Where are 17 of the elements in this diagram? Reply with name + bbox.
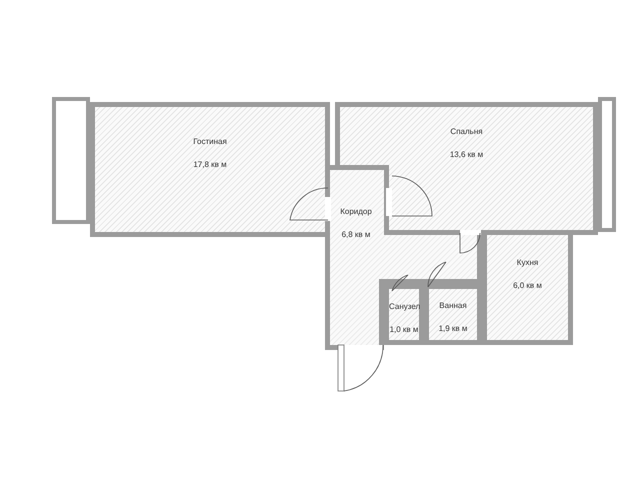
room-area: 1,0 кв м <box>390 325 418 334</box>
room-area: 17,8 кв м <box>193 160 227 169</box>
room-area: 1,9 кв м <box>438 324 468 333</box>
balcony-room <box>598 97 616 232</box>
room-name: Спальня <box>450 127 483 136</box>
balcony-room <box>52 97 90 224</box>
room-name: Коридор <box>340 207 372 216</box>
room <box>90 102 330 237</box>
room-name: Ванная <box>439 301 467 310</box>
room-area: 13,6 кв м <box>450 150 484 159</box>
room-name: Кухня <box>516 258 538 267</box>
room-name: Санузел <box>389 302 420 311</box>
room-area: 6,0 кв м <box>513 281 542 290</box>
room-area: 6,8 кв м <box>342 230 370 239</box>
corridor-room <box>325 165 482 350</box>
room <box>482 235 573 345</box>
room-name: Гостиная <box>193 137 227 146</box>
